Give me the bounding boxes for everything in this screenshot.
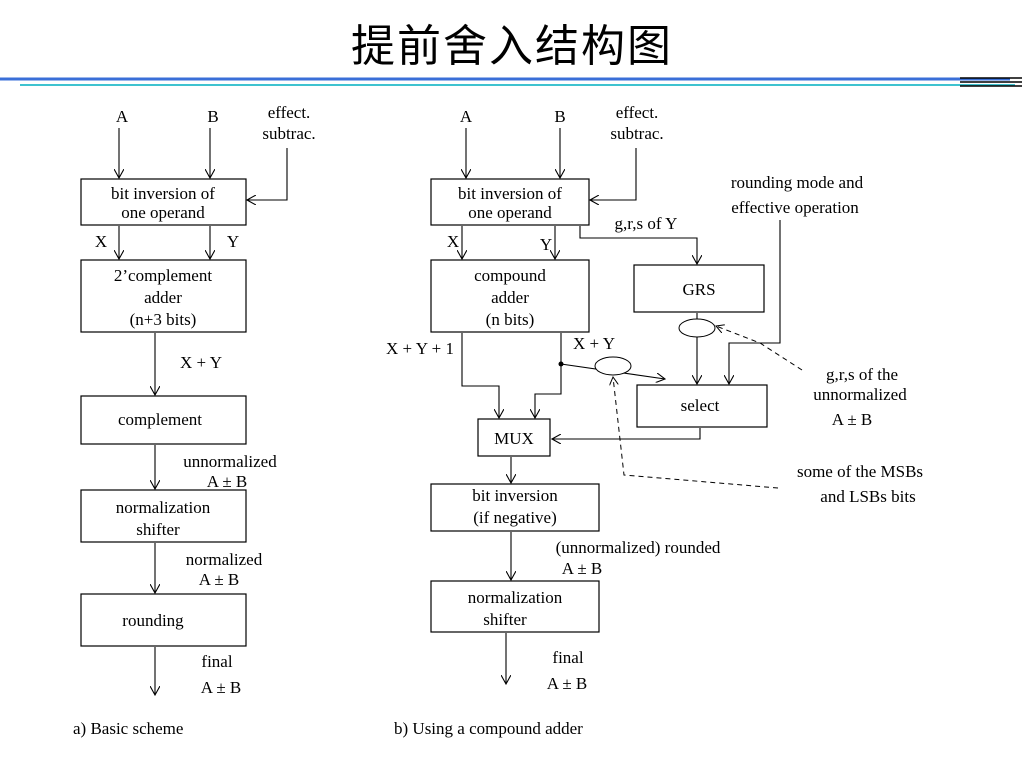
y-label: Y bbox=[540, 235, 552, 254]
compound-adder-box bbox=[430, 259, 590, 333]
adder-label: adder bbox=[144, 288, 182, 307]
x-label: X bbox=[447, 232, 459, 251]
rounded-label: (unnormalized) rounded bbox=[556, 538, 721, 557]
grs-tap-ellipse bbox=[678, 318, 716, 338]
bit-inversion-negative-box bbox=[430, 483, 600, 532]
compound-adder-caption: b) Using a compound adder bbox=[394, 719, 583, 738]
rounding-mode-label: effective operation bbox=[731, 198, 859, 217]
final-label: A ± B bbox=[201, 678, 242, 697]
input-a-label: A bbox=[460, 107, 473, 126]
final-label: A ± B bbox=[547, 674, 588, 693]
bit-inversion-label: bit inversion of bbox=[458, 184, 562, 203]
arrow-select-to-mux bbox=[552, 428, 701, 439]
dashed-msb-pointer bbox=[613, 377, 779, 489]
unnormalized-label: unnormalized bbox=[183, 452, 277, 471]
mux-label: MUX bbox=[494, 429, 534, 448]
rounding-box bbox=[80, 593, 247, 647]
slide-title: 提前舍入结构图 bbox=[351, 21, 673, 72]
final-label: final bbox=[201, 652, 232, 671]
basic-scheme-caption: a) Basic scheme bbox=[73, 719, 183, 738]
effect-subtrac-label: effect. bbox=[268, 103, 311, 122]
msb-lsb-label: and LSBs bits bbox=[820, 487, 915, 506]
bit-inversion-label: one operand bbox=[468, 203, 552, 222]
sum-label: X + Y bbox=[573, 334, 615, 353]
effect-subtrac-label: effect. bbox=[616, 103, 659, 122]
grs-unnormalized-label: g,r,s of the bbox=[826, 365, 898, 384]
mux-box bbox=[477, 418, 551, 457]
grs-box bbox=[633, 264, 765, 313]
bit-inversion-box bbox=[430, 178, 590, 226]
msb-tap-ellipse bbox=[594, 356, 632, 376]
normalization-shifter-box bbox=[430, 580, 600, 633]
unnormalized-label: A ± B bbox=[207, 472, 248, 491]
final-label: final bbox=[552, 648, 583, 667]
arrow-sum-plus-one bbox=[461, 333, 499, 418]
x-label: X bbox=[95, 232, 107, 251]
complement-box bbox=[80, 395, 247, 445]
bit-inversion-negative-label: (if negative) bbox=[473, 508, 557, 527]
msb-lsb-label: some of the MSBs bbox=[797, 462, 923, 481]
bit-inversion-box bbox=[80, 178, 247, 226]
select-label: select bbox=[681, 396, 720, 415]
rounded-label: A ± B bbox=[562, 559, 603, 578]
normalization-shifter-label: shifter bbox=[483, 610, 527, 629]
complement-label: complement bbox=[118, 410, 202, 429]
normalization-shifter-label: normalization bbox=[468, 588, 563, 607]
grs-unnormalized-label: unnormalized bbox=[813, 385, 907, 404]
normalization-shifter-label: shifter bbox=[136, 520, 180, 539]
grs-label: GRS bbox=[682, 280, 715, 299]
sum-plus-one-label: X + Y + 1 bbox=[386, 339, 454, 358]
title-rule bbox=[0, 77, 1022, 87]
input-a-label: A bbox=[116, 107, 129, 126]
grs-unnormalized-label: A ± B bbox=[832, 410, 873, 429]
arrow-effect bbox=[590, 148, 637, 200]
compound-adder-label: compound bbox=[474, 266, 546, 285]
compound-adder-label: adder bbox=[491, 288, 529, 307]
complement-adder-box bbox=[80, 259, 247, 333]
bit-inversion-negative-label: bit inversion bbox=[472, 486, 558, 505]
normalization-shifter-label: normalization bbox=[116, 498, 211, 517]
select-box bbox=[636, 384, 768, 428]
bit-inversion-label: bit inversion of bbox=[111, 184, 215, 203]
grs-of-y-label: g,r,s of Y bbox=[615, 214, 678, 233]
sum-label: X + Y bbox=[180, 353, 222, 372]
rounding-label: rounding bbox=[122, 611, 184, 630]
arrow-sum bbox=[535, 333, 562, 418]
arrow-effect bbox=[247, 148, 288, 200]
compound-adder-label: (n bits) bbox=[486, 310, 535, 329]
basic-scheme-diagram: A B effect. subtrac. bit inversion of on… bbox=[73, 103, 316, 738]
input-b-label: B bbox=[554, 107, 565, 126]
arrow-grs-of-y bbox=[579, 226, 697, 264]
normalization-shifter-box bbox=[80, 489, 247, 543]
normalized-label: normalized bbox=[186, 550, 263, 569]
bit-inversion-label: one operand bbox=[121, 203, 205, 222]
normalized-label: A ± B bbox=[199, 570, 240, 589]
adder-label: 2’complement bbox=[114, 266, 212, 285]
effect-subtrac-label: subtrac. bbox=[262, 124, 315, 143]
effect-subtrac-label: subtrac. bbox=[610, 124, 663, 143]
compound-adder-diagram: A B effect. subtrac. bit inversion of on… bbox=[386, 103, 923, 738]
dashed-grs-pointer bbox=[716, 326, 803, 371]
input-b-label: B bbox=[207, 107, 218, 126]
adder-label: (n+3 bits) bbox=[130, 310, 197, 329]
rounding-mode-label: rounding mode and bbox=[731, 173, 864, 192]
y-label: Y bbox=[227, 232, 239, 251]
arrow-rounding-mode bbox=[729, 220, 781, 384]
